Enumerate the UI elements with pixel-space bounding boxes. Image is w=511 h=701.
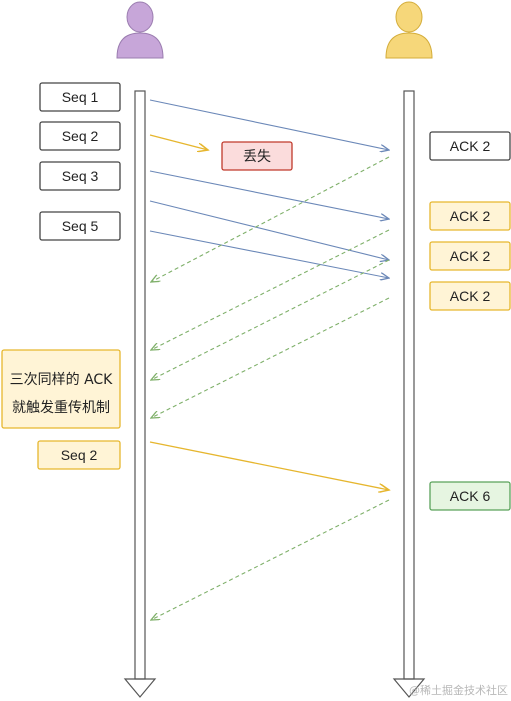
seq-box-retransmit-label: Seq 2: [61, 447, 98, 463]
arrow-seq3: [149, 170, 389, 219]
ack-box-1: ACK 2: [429, 131, 511, 161]
ack-box-6: ACK 6: [429, 481, 511, 511]
ack-box-3: ACK 2: [429, 241, 511, 271]
ack-box-4: ACK 2: [429, 281, 511, 311]
receiver-avatar-icon: [385, 1, 433, 59]
ack-box-3-label: ACK 2: [450, 248, 491, 264]
ack-box-4-label: ACK 2: [450, 288, 491, 304]
watermark: @稀土掘金技术社区: [409, 683, 508, 697]
ack-box-6-label: ACK 6: [450, 488, 491, 504]
ack-box-2-label: ACK 2: [450, 208, 491, 224]
receiver-timeline: [392, 90, 426, 698]
arrow-seq1: [149, 99, 389, 150]
seq-box-1-label: Seq 1: [62, 89, 99, 105]
arrow-ack-4: [151, 297, 390, 418]
ack-box-1-label: ACK 2: [450, 138, 491, 154]
seq-box-5-label: Seq 5: [62, 218, 99, 234]
arrow-seq2-lost: [149, 134, 208, 150]
arrow-ack-2: [151, 229, 390, 350]
ack-box-2: ACK 2: [429, 201, 511, 231]
seq-box-3-label: Seq 3: [62, 168, 99, 184]
lost-badge: 丢失: [221, 141, 293, 171]
lost-label: 丢失: [243, 149, 271, 165]
seq-box-2: Seq 2: [39, 121, 121, 151]
note-line-2: 就触发重传机制: [12, 400, 110, 416]
arrow-ack-3: [151, 259, 390, 380]
arrow-seq4: [149, 200, 389, 260]
retransmit-note: 三次同样的 ACK 就触发重传机制: [1, 349, 121, 429]
seq-box-retransmit: Seq 2: [37, 440, 121, 470]
arrow-seq5: [149, 230, 389, 278]
sender-timeline: [123, 90, 157, 698]
arrow-seq2-retransmit: [149, 441, 389, 490]
seq-box-2-label: Seq 2: [62, 128, 99, 144]
seq-box-3: Seq 3: [39, 161, 121, 191]
seq-box-1: Seq 1: [39, 82, 121, 112]
arrow-ack-1: [151, 156, 390, 282]
seq-box-5: Seq 5: [39, 211, 121, 241]
sender-avatar-icon: [116, 1, 164, 59]
arrow-ack-6: [151, 499, 390, 620]
note-line-1: 三次同样的 ACK: [10, 372, 114, 388]
